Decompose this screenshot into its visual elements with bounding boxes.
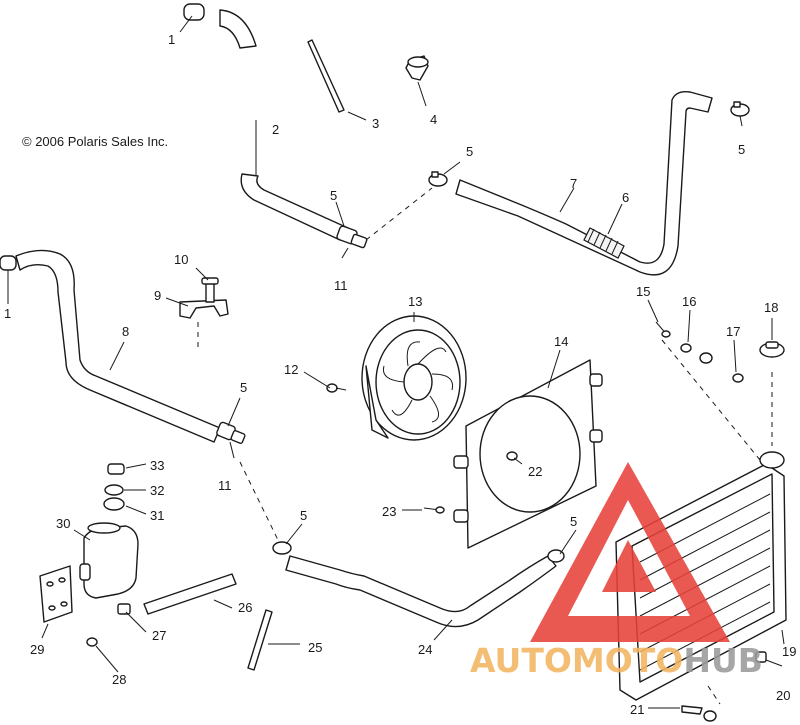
mount-bracket-part-29 [39,565,73,623]
hose-part-8 [15,249,221,443]
callout-33: 33 [150,458,164,473]
callout-4: 4 [430,112,437,127]
callout-5-top-right: 5 [738,142,745,157]
callout-14: 14 [554,334,568,349]
watermark-text-hub: HUB [683,641,763,680]
callout-29: 29 [30,642,44,657]
hose-clamp-fitting-2 [336,225,368,249]
callout-25: 25 [308,640,322,655]
bolt-part-15 [655,321,671,338]
screw-part-28 [86,637,98,647]
hose-clamp-5a [428,171,448,187]
screw-part-23 [423,506,445,514]
drain-plug-part-20 [755,651,767,663]
bolt-part-10 [201,277,219,303]
callout-30: 30 [56,516,70,531]
callout-31: 31 [150,508,164,523]
callout-5-lower-left: 5 [300,508,307,523]
callout-27: 27 [152,628,166,643]
overflow-tube-part-26 [143,573,237,615]
rod-part-3 [307,39,345,113]
upper-hose-part-2 [240,120,349,241]
callout-19: 19 [782,644,796,659]
rod-part-25 [247,609,273,671]
callout-1-left: 1 [4,306,11,321]
upper-elbow-hose [219,9,257,49]
watermark-triangle [530,462,730,642]
callout-28: 28 [112,672,126,687]
callout-2: 2 [272,122,279,137]
callout-32: 32 [150,483,164,498]
callout-10: 10 [174,252,188,267]
push-clip-part-4 [405,55,429,81]
callout-17: 17 [726,324,740,339]
callout-5-lower-right: 5 [570,514,577,529]
nut-part-17 [732,373,744,383]
screw-part-12 [326,383,347,393]
fitting-part-27 [117,603,131,615]
hose-cap-left [0,255,17,271]
callout-22: 22 [528,464,542,479]
svg-text:AUTOMOTOHUB: AUTOMOTOHUB [470,641,763,680]
assembly-dashed-lines [197,187,773,705]
callout-labels: 1 1 2 3 4 5 5 5 5 5 5 6 7 8 9 10 11 11 1… [4,32,796,717]
hose-clamp-fitting-8 [216,421,246,444]
watermark-inner-triangle [602,540,656,592]
callout-21: 21 [630,702,644,717]
callout-11-lower: 11 [218,478,232,493]
callout-24: 24 [418,642,432,657]
hose-clamp-5b [730,101,750,117]
callout-15: 15 [636,284,650,299]
callout-5-top-mid: 5 [466,144,473,159]
callout-26: 26 [238,600,252,615]
callout-23: 23 [382,504,396,519]
callout-16: 16 [682,294,696,309]
bracket-part-9 [179,299,229,319]
fan-shroud-part-14 [453,359,603,549]
callout-12: 12 [284,362,298,377]
callout-18: 18 [764,300,778,315]
callout-13: 13 [408,294,422,309]
callout-5-hose2: 5 [330,188,337,203]
callout-11-upper: 11 [334,278,348,293]
washer-part-16 [680,343,713,364]
reservoir-cap-stack [103,463,125,511]
hose-part-24 [285,555,557,628]
coolant-reservoir-part-30 [79,522,139,599]
watermark-text-automoto: AUTOMOTO [470,641,683,680]
radiator-fan-part-13 [361,315,467,441]
leader-lines [7,15,785,709]
hose-clamp-5c [272,541,565,563]
hose-cap-top [183,3,205,21]
hose-part-7 [455,90,713,276]
callout-9: 9 [154,288,161,303]
callout-5-hose8: 5 [240,380,247,395]
callout-8: 8 [122,324,129,339]
callout-7: 7 [570,176,577,191]
callout-1-top: 1 [168,32,175,47]
radiator-cap-part-18 [759,341,785,358]
spring-guard-part-6 [583,227,625,259]
callout-20: 20 [776,688,790,703]
watermark-logo: AUTOMOTOHUB [470,462,763,680]
callout-3: 3 [372,116,379,131]
hose-part-21 [681,705,717,722]
copyright-notice: © 2006 Polaris Sales Inc. [22,134,168,149]
callout-6: 6 [622,190,629,205]
